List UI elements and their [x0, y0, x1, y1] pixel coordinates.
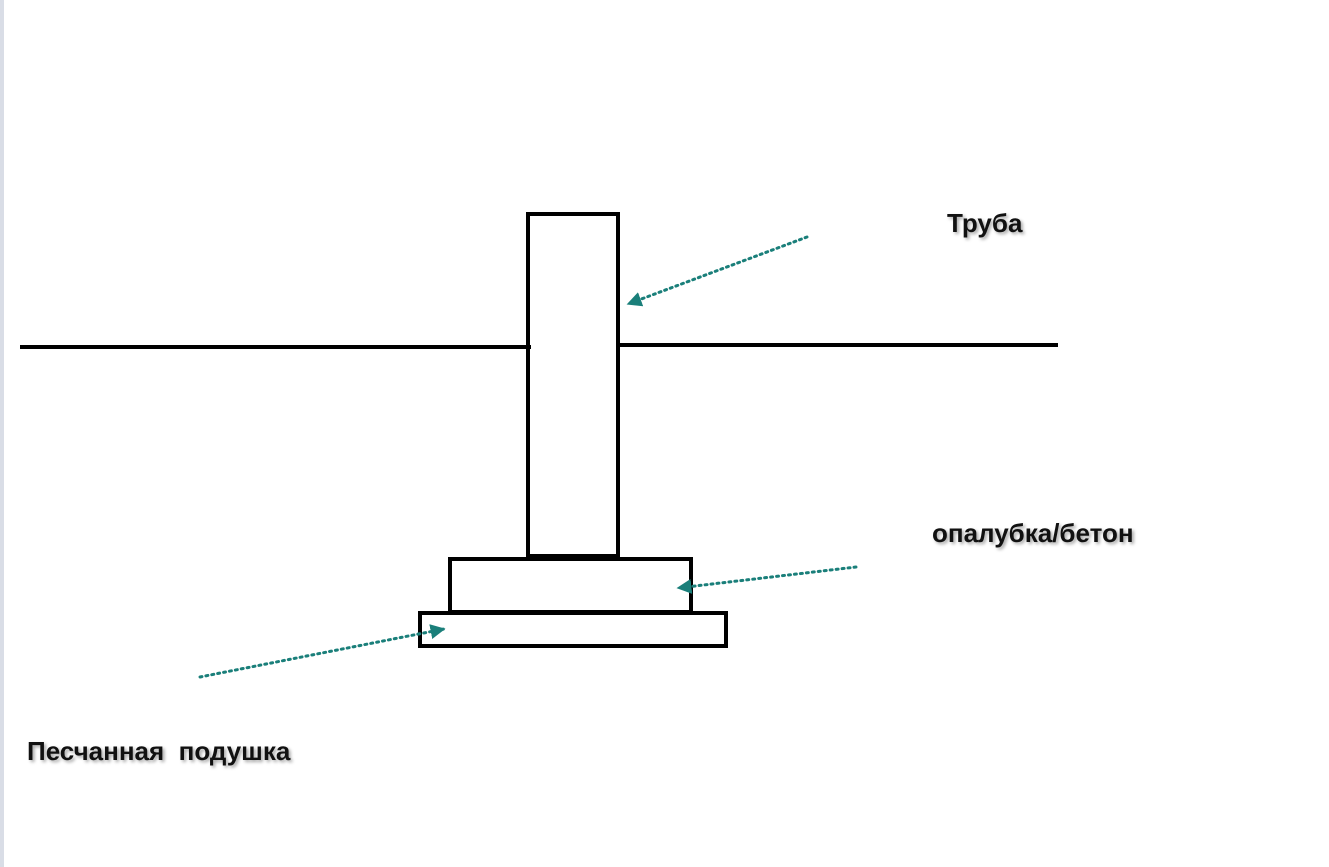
- pipe-column: [526, 212, 620, 558]
- sand-cushion-layer: [418, 611, 728, 648]
- formwork-label: опалубка/бетон: [932, 518, 1134, 548]
- formwork-block: [448, 557, 693, 614]
- pipe-pointer-arrow: [626, 235, 809, 307]
- pipe-label: Труба: [947, 208, 1023, 238]
- sand-pointer-arrow: [198, 624, 446, 679]
- sand-cushion-label: Песчанная подушка: [27, 736, 291, 766]
- window-edge: [0, 0, 4, 867]
- formwork-pointer-arrow: [676, 565, 858, 594]
